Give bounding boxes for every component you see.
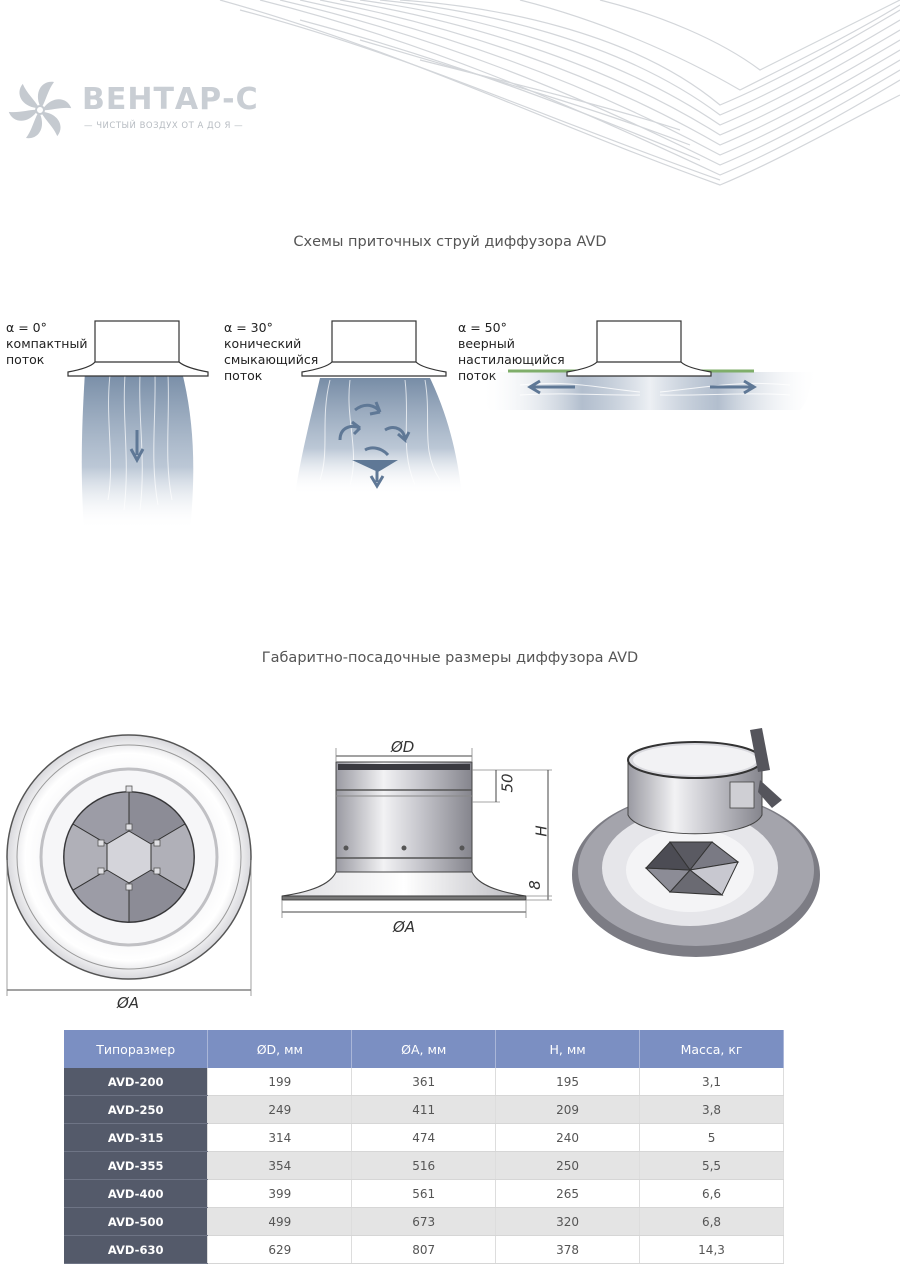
- cell-d: 354: [207, 1151, 353, 1180]
- cell-h: 320: [495, 1207, 641, 1236]
- cell-model: AVD-500: [64, 1207, 209, 1236]
- flow-desc-30-line2: смыкающийся: [224, 352, 319, 367]
- flow-label-0: α = 0° компактный поток: [6, 320, 87, 368]
- side-height-h-label: H: [532, 825, 551, 837]
- side-dim-8-label: 8: [525, 880, 544, 890]
- cell-a: 411: [351, 1095, 497, 1124]
- cell-a: 673: [351, 1207, 497, 1236]
- airflow-arrow-icon: [527, 379, 757, 395]
- header-diameter-a: ØA, мм: [351, 1030, 497, 1068]
- cell-d: 399: [207, 1179, 353, 1208]
- brand-logo: ВЕНТАР-С — ЧИСТЫЙ ВОЗДУХ ОТ А ДО Я —: [6, 76, 276, 146]
- flow-angle-30: α = 30°: [224, 320, 273, 335]
- flow-angle-50: α = 50°: [458, 320, 507, 335]
- flow-desc-30-line1: конический: [224, 336, 302, 351]
- airflow-diagrams: [67, 320, 820, 530]
- front-view-drawing: [6, 734, 252, 996]
- cell-model: AVD-200: [64, 1068, 209, 1096]
- header-mass: Масса, кг: [639, 1030, 784, 1068]
- header-model: Типоразмер: [64, 1030, 209, 1068]
- fan-blades-icon: [8, 81, 72, 139]
- flow-desc-0-line2: поток: [6, 352, 45, 367]
- flow-desc-30-line3: поток: [224, 368, 263, 383]
- cell-model: AVD-250: [64, 1095, 209, 1124]
- table-row: AVD-400 399 561 265 6,6: [64, 1179, 784, 1208]
- logo-brand-name: ВЕНТАР-С: [82, 82, 259, 117]
- front-diameter-a-label: ØA: [117, 994, 140, 1012]
- flow-desc-0-line1: компактный: [6, 336, 88, 351]
- table-row: AVD-355 354 516 250 5,5: [64, 1151, 784, 1180]
- cell-mass: 6,8: [639, 1207, 784, 1236]
- side-diameter-d-label: ØD: [391, 738, 415, 756]
- flow-label-50: α = 50° веерный настилающийся поток: [458, 320, 565, 384]
- table-row: AVD-315 314 474 240 5: [64, 1123, 784, 1152]
- diffuser-compact-flow: [67, 320, 209, 530]
- cell-d: 629: [207, 1235, 353, 1264]
- cell-a: 561: [351, 1179, 497, 1208]
- logo-tagline: — ЧИСТЫЙ ВОЗДУХ ОТ А ДО Я —: [84, 121, 244, 131]
- diffuser-fan-flow: [480, 320, 820, 410]
- side-dim-50-label: 50: [498, 773, 517, 793]
- cell-mass: 5,5: [639, 1151, 784, 1180]
- cell-h: 240: [495, 1123, 641, 1152]
- table-header-row: Типоразмер ØD, мм ØA, мм H, мм Масса, кг: [64, 1030, 784, 1068]
- cell-d: 314: [207, 1123, 353, 1152]
- table-row: AVD-630 629 807 378 14,3: [64, 1235, 784, 1264]
- header-decorative-lines: [219, 0, 900, 186]
- cell-d: 499: [207, 1207, 353, 1236]
- cell-h: 250: [495, 1151, 641, 1180]
- header-height: H, мм: [495, 1030, 641, 1068]
- cell-model: AVD-630: [64, 1235, 209, 1264]
- flow-desc-50-line1: веерный: [458, 336, 515, 351]
- table-row: AVD-500 499 673 320 6,8: [64, 1207, 784, 1236]
- cell-a: 361: [351, 1068, 497, 1096]
- cell-a: 516: [351, 1151, 497, 1180]
- dimensions-title: Габаритно-посадочные размеры диффузора A…: [261, 650, 639, 666]
- flow-angle-0: α = 0°: [6, 320, 47, 335]
- side-diameter-a-label: ØA: [393, 918, 416, 936]
- cell-d: 249: [207, 1095, 353, 1124]
- side-view-drawing: [281, 748, 552, 918]
- isometric-view-drawing: [572, 728, 820, 957]
- cell-h: 378: [495, 1235, 641, 1264]
- header-diameter-d: ØD, мм: [207, 1030, 353, 1068]
- cell-mass: 3,1: [639, 1068, 784, 1096]
- cell-a: 807: [351, 1235, 497, 1264]
- cell-mass: 14,3: [639, 1235, 784, 1264]
- flow-label-30: α = 30° конический смыкающийся поток: [224, 320, 318, 384]
- cell-model: AVD-355: [64, 1151, 209, 1180]
- flow-desc-50-line2: настилающийся: [458, 352, 565, 367]
- flow-schemes-title: Схемы приточных струй диффузора AVD: [293, 234, 607, 250]
- cell-d: 199: [207, 1068, 353, 1096]
- cell-model: AVD-400: [64, 1179, 209, 1208]
- cell-h: 265: [495, 1179, 641, 1208]
- cell-h: 209: [495, 1095, 641, 1124]
- cell-mass: 5: [639, 1123, 784, 1152]
- cell-model: AVD-315: [64, 1123, 209, 1152]
- cell-a: 474: [351, 1123, 497, 1152]
- diffuser-conical-flow: [295, 320, 462, 495]
- dimension-drawings: [6, 728, 820, 996]
- cell-h: 195: [495, 1068, 641, 1096]
- table-row: AVD-200 199 361 195 3,1: [64, 1068, 784, 1096]
- table-row: AVD-250 249 411 209 3,8: [64, 1095, 784, 1124]
- airflow-arrow-icon: [129, 430, 145, 464]
- spec-table: Типоразмер ØD, мм ØA, мм H, мм Масса, кг…: [64, 1030, 784, 1264]
- airflow-arrow-icon: [338, 401, 411, 489]
- cell-mass: 3,8: [639, 1095, 784, 1124]
- cell-mass: 6,6: [639, 1179, 784, 1208]
